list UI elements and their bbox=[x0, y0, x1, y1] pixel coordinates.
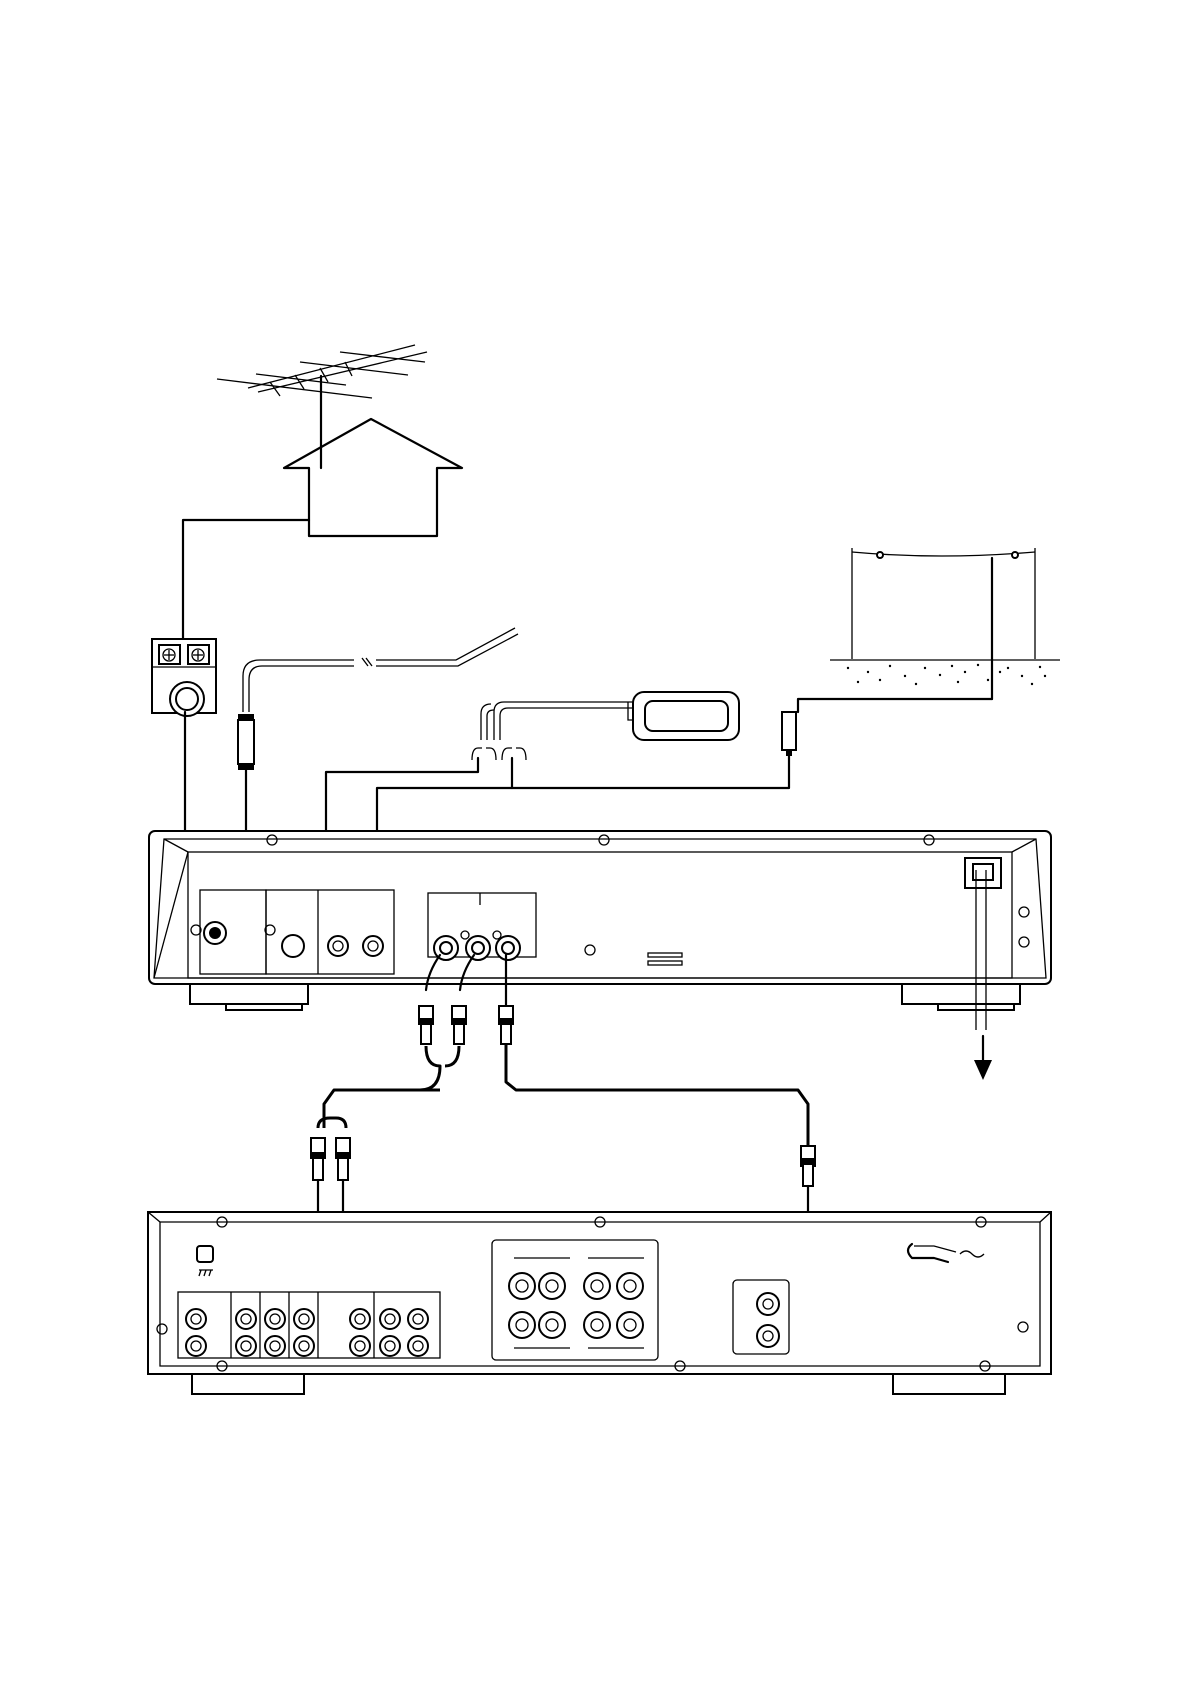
house-icon bbox=[284, 419, 462, 536]
arrow-down-icon bbox=[974, 1036, 992, 1080]
wall-outlet-icon bbox=[152, 639, 216, 716]
outdoor-antenna-icon bbox=[830, 548, 1060, 699]
outdoor-antenna-wire bbox=[798, 699, 992, 712]
roof-antenna-icon bbox=[217, 345, 427, 468]
antenna-lead-cable bbox=[183, 520, 309, 640]
amplifier-rear-panel bbox=[148, 1212, 1051, 1394]
loop-antenna-icon bbox=[472, 692, 739, 760]
tuner-rear-panel bbox=[149, 831, 1051, 1010]
inline-connector-icon bbox=[782, 712, 796, 756]
outdoor-antenna-cable bbox=[512, 756, 789, 788]
